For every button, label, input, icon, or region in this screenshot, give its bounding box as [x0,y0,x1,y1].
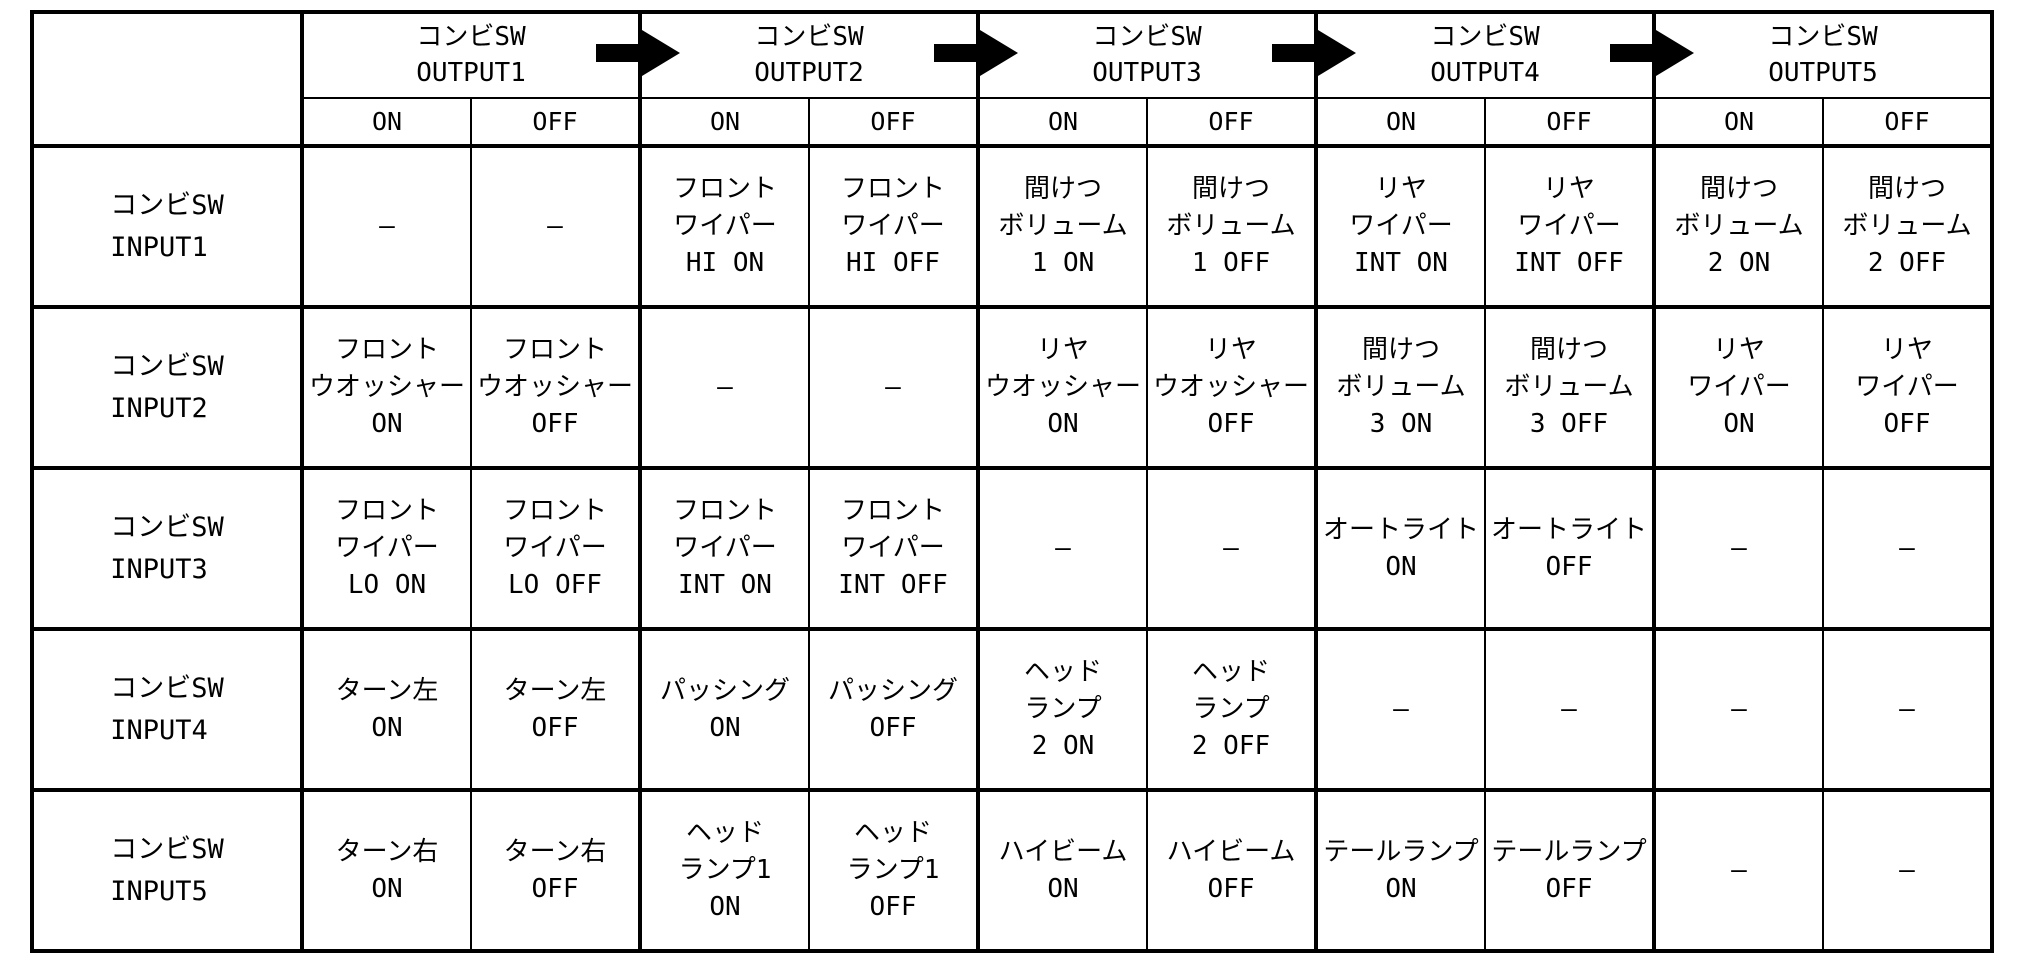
table-cell: リヤ ウオッシャー OFF [1146,305,1316,468]
group-header-row: コンビSW OUTPUT1 コンビSW OUTPUT2 コンビSW OUTPUT… [32,12,1992,146]
row-header-input1: コンビSW INPUT1 [32,144,304,307]
table-cell: リヤ ワイパー OFF [1822,305,1992,468]
state-header: ON [638,98,809,146]
row-header-label: コンビSW INPUT5 [110,833,224,907]
column-group-output4: コンビSW OUTPUT4 [1314,12,1654,99]
row-header-input4: コンビSW INPUT4 [32,627,304,790]
table-cell: — [1146,466,1316,629]
table-cell: パッシング ON [638,627,809,790]
row-header-input3: コンビSW INPUT3 [32,466,304,629]
table-cell: オートライト ON [1314,466,1485,629]
state-header: OFF [808,98,978,146]
right-arrow-icon [1610,30,1694,76]
table-cell: フロント ワイパー LO OFF [470,466,640,629]
state-header: OFF [470,98,640,146]
table-cell: — [1652,466,1823,629]
state-header: ON [1314,98,1485,146]
state-header: OFF [1146,98,1316,146]
table-cell: リヤ ウオッシャー ON [976,305,1147,468]
table-cell: — [1652,627,1823,790]
table-cell: ヘッド ランプ1 ON [638,788,809,951]
table-cell: リヤ ワイパー ON [1652,305,1823,468]
row-header-label: コンビSW INPUT4 [110,672,224,746]
column-group-output2: コンビSW OUTPUT2 [638,12,978,99]
table-cell: — [470,144,640,307]
column-group-output3: コンビSW OUTPUT3 [976,12,1316,99]
table-cell: リヤ ワイパー INT ON [1314,144,1485,307]
corner-cell [32,12,304,146]
right-arrow-icon [934,30,1018,76]
column-group-output5: コンビSW OUTPUT5 [1652,12,1992,99]
table-cell: — [976,466,1147,629]
table-cell: フロント ワイパー HI ON [638,144,809,307]
table-row-input1: コンビSW INPUT1 — — フロント ワイパー HI ON フロント ワイ… [32,144,1992,307]
table-cell: — [1484,627,1654,790]
table-cell: — [1822,627,1992,790]
right-arrow-icon [596,30,680,76]
row-header-label: コンビSW INPUT1 [110,189,224,263]
table-cell: フロント ウオッシャー ON [300,305,471,468]
table-cell: — [638,305,809,468]
table-cell: — [1652,788,1823,951]
state-header: OFF [1822,98,1992,146]
table-cell: ターン右 ON [300,788,471,951]
table-cell: — [1822,466,1992,629]
state-header: OFF [1484,98,1654,146]
row-header-label: コンビSW INPUT2 [110,350,224,424]
table-cell: — [300,144,471,307]
table-cell: 間けつ ボリューム 3 ON [1314,305,1485,468]
row-header-input5: コンビSW INPUT5 [32,788,304,951]
table-cell: ターン左 ON [300,627,471,790]
table-cell: 間けつ ボリューム 1 ON [976,144,1147,307]
table-cell: ハイビーム ON [976,788,1147,951]
table-cell: 間けつ ボリューム 1 OFF [1146,144,1316,307]
table-cell: — [1822,788,1992,951]
table-cell: テールランプ OFF [1484,788,1654,951]
table-cell: ターン左 OFF [470,627,640,790]
table-cell: 間けつ ボリューム 2 ON [1652,144,1823,307]
table-cell: ハイビーム OFF [1146,788,1316,951]
table-cell: フロント ワイパー INT OFF [808,466,978,629]
table-cell: — [1314,627,1485,790]
table-cell: フロント ワイパー LO ON [300,466,471,629]
table-cell: テールランプ ON [1314,788,1485,951]
state-header: ON [1652,98,1823,146]
row-header-label: コンビSW INPUT3 [110,511,224,585]
column-group-output1: コンビSW OUTPUT1 [300,12,640,99]
table-cell: ヘッド ランプ 2 OFF [1146,627,1316,790]
table-row-input5: コンビSW INPUT5 ターン右 ON ターン右 OFF ヘッド ランプ1 O… [32,788,1992,951]
state-header: ON [976,98,1147,146]
table-cell: フロント ウオッシャー OFF [470,305,640,468]
state-header-row: ON OFF ON OFF ON OFF ON OFF ON OFF [32,98,1992,146]
table-row-input4: コンビSW INPUT4 ターン左 ON ターン左 OFF パッシング ON パ… [32,627,1992,790]
combi-sw-input-output-matrix: コンビSW OUTPUT1 コンビSW OUTPUT2 コンビSW OUTPUT… [30,10,1994,953]
table-row-input3: コンビSW INPUT3 フロント ワイパー LO ON フロント ワイパー L… [32,466,1992,629]
table-cell: 間けつ ボリューム 3 OFF [1484,305,1654,468]
table-cell: — [808,305,978,468]
table-cell: フロント ワイパー INT ON [638,466,809,629]
table-row-input2: コンビSW INPUT2 フロント ウオッシャー ON フロント ウオッシャー … [32,305,1992,468]
table-cell: パッシング OFF [808,627,978,790]
table-cell: リヤ ワイパー INT OFF [1484,144,1654,307]
row-header-input2: コンビSW INPUT2 [32,305,304,468]
state-header: ON [300,98,471,146]
table-cell: ターン右 OFF [470,788,640,951]
table-cell: ヘッド ランプ 2 ON [976,627,1147,790]
table-cell: 間けつ ボリューム 2 OFF [1822,144,1992,307]
table-cell: フロント ワイパー HI OFF [808,144,978,307]
table-cell: ヘッド ランプ1 OFF [808,788,978,951]
right-arrow-icon [1272,30,1356,76]
table-cell: オートライト OFF [1484,466,1654,629]
